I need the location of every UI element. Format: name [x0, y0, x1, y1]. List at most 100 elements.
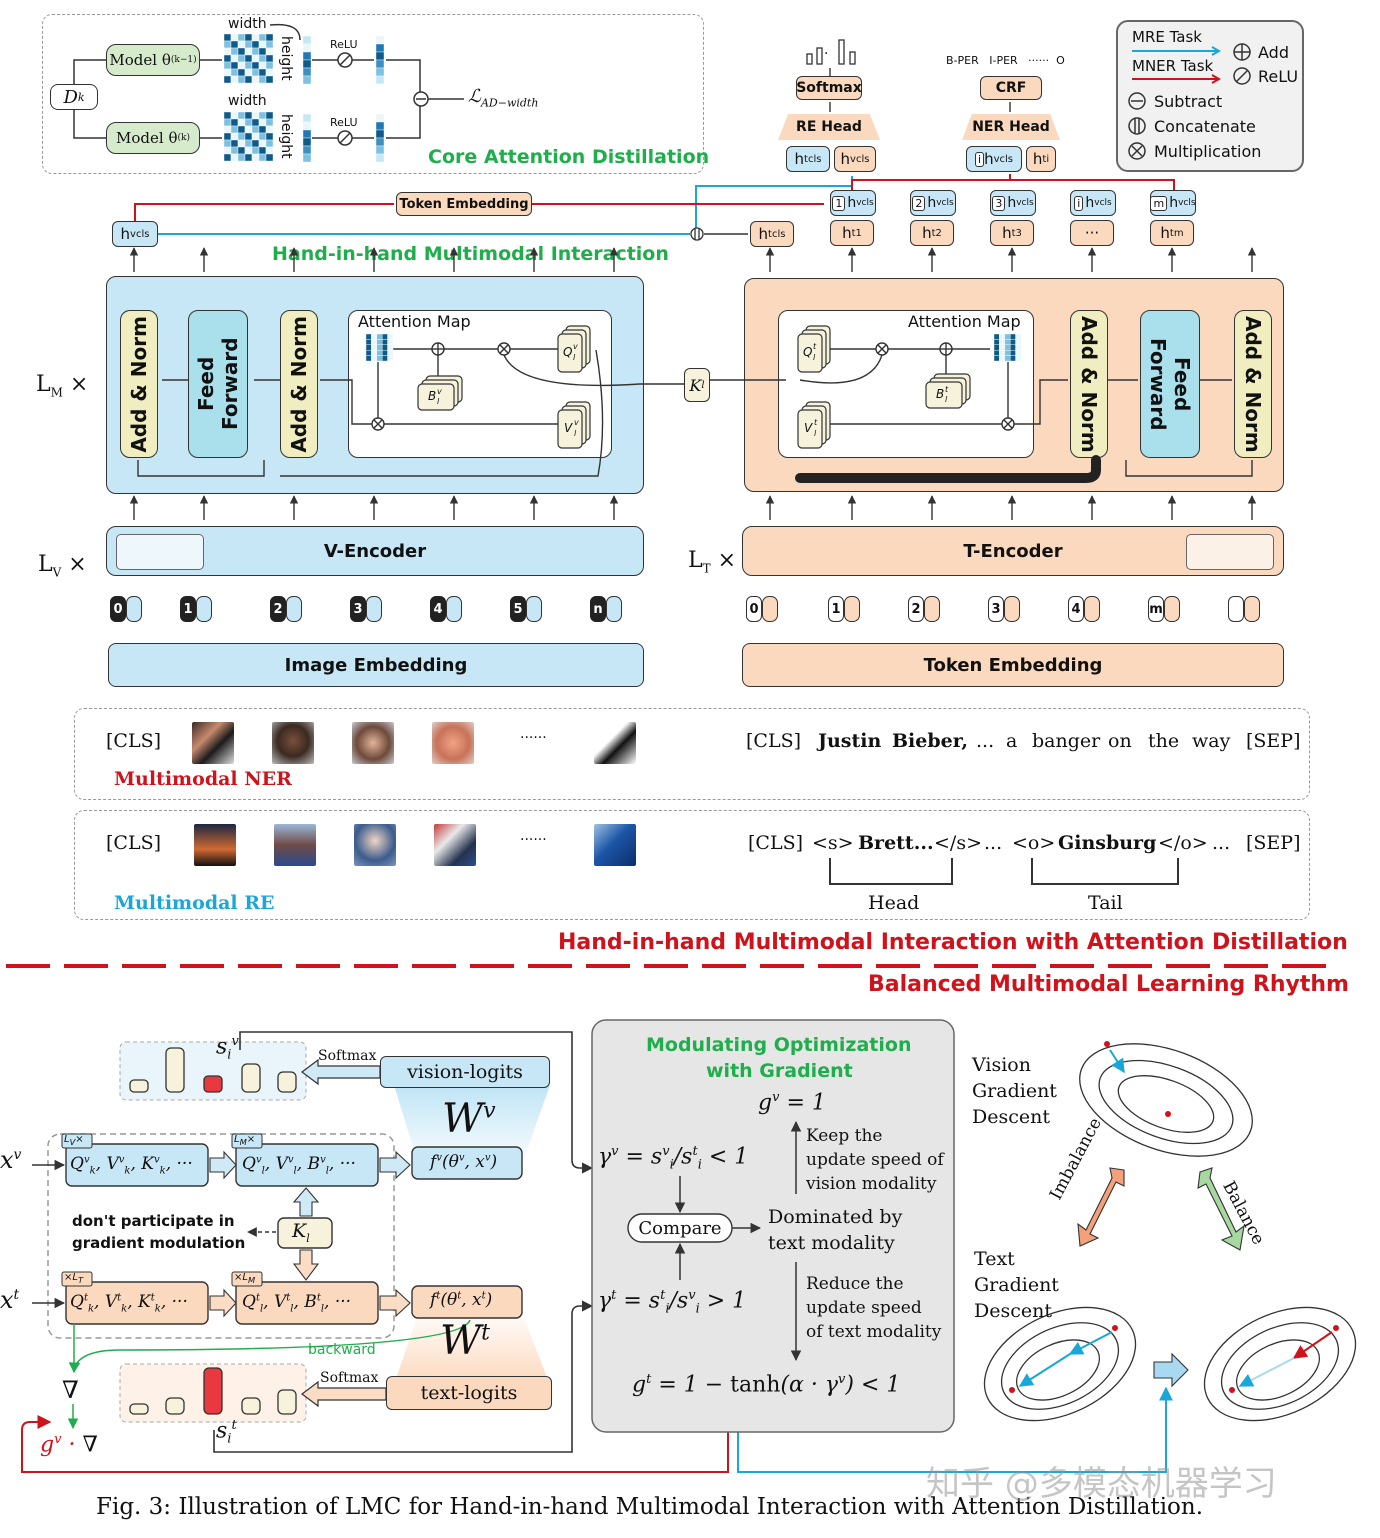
- attention-cell: [265, 75, 274, 84]
- re-text-token: [SEP]: [1246, 832, 1301, 854]
- svg-text:Q: Q: [563, 345, 572, 359]
- legend-concatenate: Concatenate: [1154, 117, 1256, 136]
- attention-cell: [1004, 350, 1011, 356]
- text-token-index: 3: [988, 596, 1004, 622]
- left-add-norm-1: Add & Norm: [120, 310, 158, 458]
- lm-multiplier: LM ×: [36, 372, 89, 400]
- attention-cell: [371, 344, 377, 351]
- kl-bottom: Kl: [292, 1220, 310, 1245]
- attention-cell: [1015, 350, 1022, 356]
- svg-text:t: t: [813, 342, 817, 351]
- attention-cell: [382, 344, 388, 351]
- t-encoder-mini-icon: [1186, 534, 1274, 570]
- compare-node: Compare: [638, 1217, 722, 1239]
- attention-bars: [302, 35, 385, 163]
- nabla: ∇: [62, 1376, 79, 1404]
- text-token-index: 4: [1068, 596, 1084, 622]
- attention-cell: [371, 333, 377, 340]
- vision-token-index: n: [590, 596, 606, 622]
- keep-note-1: Keep the: [806, 1126, 883, 1146]
- svg-text:l: l: [814, 429, 817, 438]
- re-image-4: [434, 824, 476, 866]
- ner-image-3: [352, 722, 394, 764]
- backward-label: backward: [308, 1342, 376, 1358]
- attention-cell: [1015, 333, 1022, 340]
- attention-cell: [1004, 339, 1011, 345]
- lt-multiplier: LT ×: [688, 548, 737, 576]
- sit-label: sit: [216, 1418, 237, 1447]
- model-prev-box: Model θ(k−1): [106, 44, 200, 76]
- vision-token: [196, 596, 212, 622]
- text-token: [1004, 596, 1020, 622]
- ner-image-2: [272, 722, 314, 764]
- svg-text:v: v: [573, 342, 578, 351]
- vision-token-index: 5: [510, 596, 526, 622]
- attention-cell: [1010, 339, 1016, 345]
- ner-text-token: banger: [1032, 730, 1101, 752]
- re-text-token: ...: [1212, 832, 1231, 854]
- relu-label-1: ReLU: [330, 38, 358, 51]
- right-add-norm-1: Add & Norm: [1070, 310, 1108, 458]
- attention-cell: [376, 344, 383, 351]
- hidden-text-4: ···: [1070, 220, 1114, 246]
- right-add-norm-2: Add & Norm: [1234, 310, 1272, 458]
- legend-mre: MRE Task: [1132, 28, 1202, 46]
- svg-text:t: t: [945, 385, 949, 394]
- watermark: 知乎 @多模态机器学习: [926, 1464, 1277, 1504]
- ner-text-token: way: [1192, 730, 1231, 752]
- legend-panel: [1116, 20, 1304, 172]
- figure-caption: Fig. 3: Illustration of LMC for Hand-in-…: [96, 1494, 1204, 1520]
- text-token: [1084, 596, 1100, 622]
- vision-token: [126, 596, 142, 622]
- re-text-token: [CLS]: [748, 832, 803, 854]
- attention-cell: [999, 344, 1006, 351]
- model-cur-box: Model θ(k): [106, 122, 200, 154]
- re-text-token: </s>: [934, 832, 982, 854]
- core-attention-graphics: [73, 23, 464, 163]
- qkv-text: Qtk, Vtk, Ktk, ···: [70, 1292, 188, 1315]
- attention-cell: [1010, 333, 1016, 340]
- vision-token-index: 1: [180, 596, 196, 622]
- attention-grid-prev: [223, 33, 274, 84]
- attention-cell: [365, 339, 372, 345]
- mod-title-1: Modulating Optimization: [646, 1034, 912, 1056]
- vision-logits-box: vision-logits: [380, 1056, 550, 1088]
- attention-cell: [1015, 355, 1022, 362]
- attention-cell: [993, 339, 1000, 345]
- re-label: Multimodal RE: [114, 892, 275, 914]
- attention-cell: [993, 350, 1000, 356]
- image-embedding: Image Embedding: [108, 643, 644, 687]
- width-label-1: width: [228, 16, 267, 32]
- attention-cell: [382, 339, 388, 345]
- height-label-1: height: [278, 36, 294, 81]
- vision-token: [286, 596, 302, 622]
- text-token-index: 1: [828, 596, 844, 622]
- tail-label: Tail: [1088, 892, 1123, 914]
- re-input-panel: [74, 810, 1310, 920]
- xv-input: xv: [0, 1146, 22, 1174]
- attention-cell: [365, 350, 372, 356]
- svg-text:v: v: [574, 418, 579, 427]
- attention-grid-cur: [223, 111, 274, 162]
- vision-token: [606, 596, 622, 622]
- attention-cell: [1004, 355, 1011, 362]
- reduce-note-2: update speed: [806, 1298, 922, 1318]
- lm-tag-v: LM×: [234, 1134, 256, 1147]
- svg-text:V: V: [804, 421, 813, 435]
- ner-text-token: Justin: [818, 730, 882, 752]
- text-token: [844, 596, 860, 622]
- lm-tag-t: ×LM: [234, 1272, 256, 1285]
- legend-symbols: [1128, 43, 1251, 160]
- ner-head-box: NER Head: [962, 114, 1060, 140]
- right-attention-map-label: Attention Map: [908, 312, 1021, 331]
- divider-upper-label: Hand-in-hand Multimodal Interaction with…: [558, 930, 1348, 955]
- attention-cell: [371, 339, 377, 345]
- vision-gd-1: Vision: [972, 1054, 1031, 1076]
- attention-cell: [993, 355, 1000, 362]
- svg-text:l: l: [573, 353, 576, 362]
